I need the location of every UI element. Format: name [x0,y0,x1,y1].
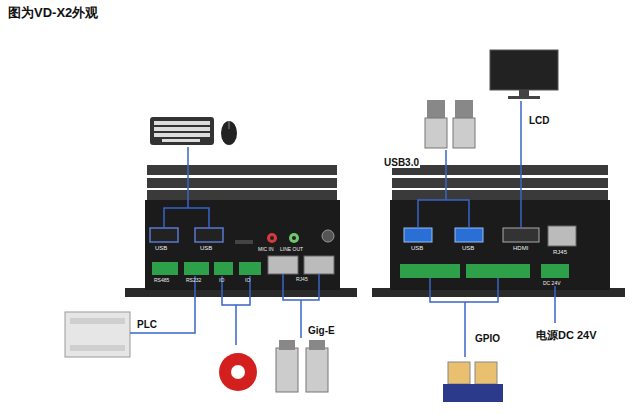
figure-title: 图为VD-X2外观 [8,6,98,19]
part-label: LINE OUT [280,247,303,252]
part-label: 电源DC 24V [535,330,598,341]
part-label: RS485 [154,278,169,283]
part-label: DC 24V [543,281,561,286]
part-label: MIC IN [258,247,274,252]
part-label: HDMI [513,245,528,251]
part-label: USB [411,245,423,251]
part-label: USB [155,245,167,251]
part-label: IO [245,278,250,283]
part-label: PLC [136,320,158,330]
part-label: LCD [528,116,551,126]
part-label: IO [219,278,224,283]
part-label: USB3.0 [383,158,420,168]
part-label: USB [200,245,212,251]
part-label: GPIO [474,334,501,344]
part-label: RJ45 [296,277,308,282]
part-label: USB [462,245,474,251]
part-label: Gig-E [307,326,336,336]
part-label: RJ45 [553,249,567,255]
part-label: RS232 [186,278,201,283]
